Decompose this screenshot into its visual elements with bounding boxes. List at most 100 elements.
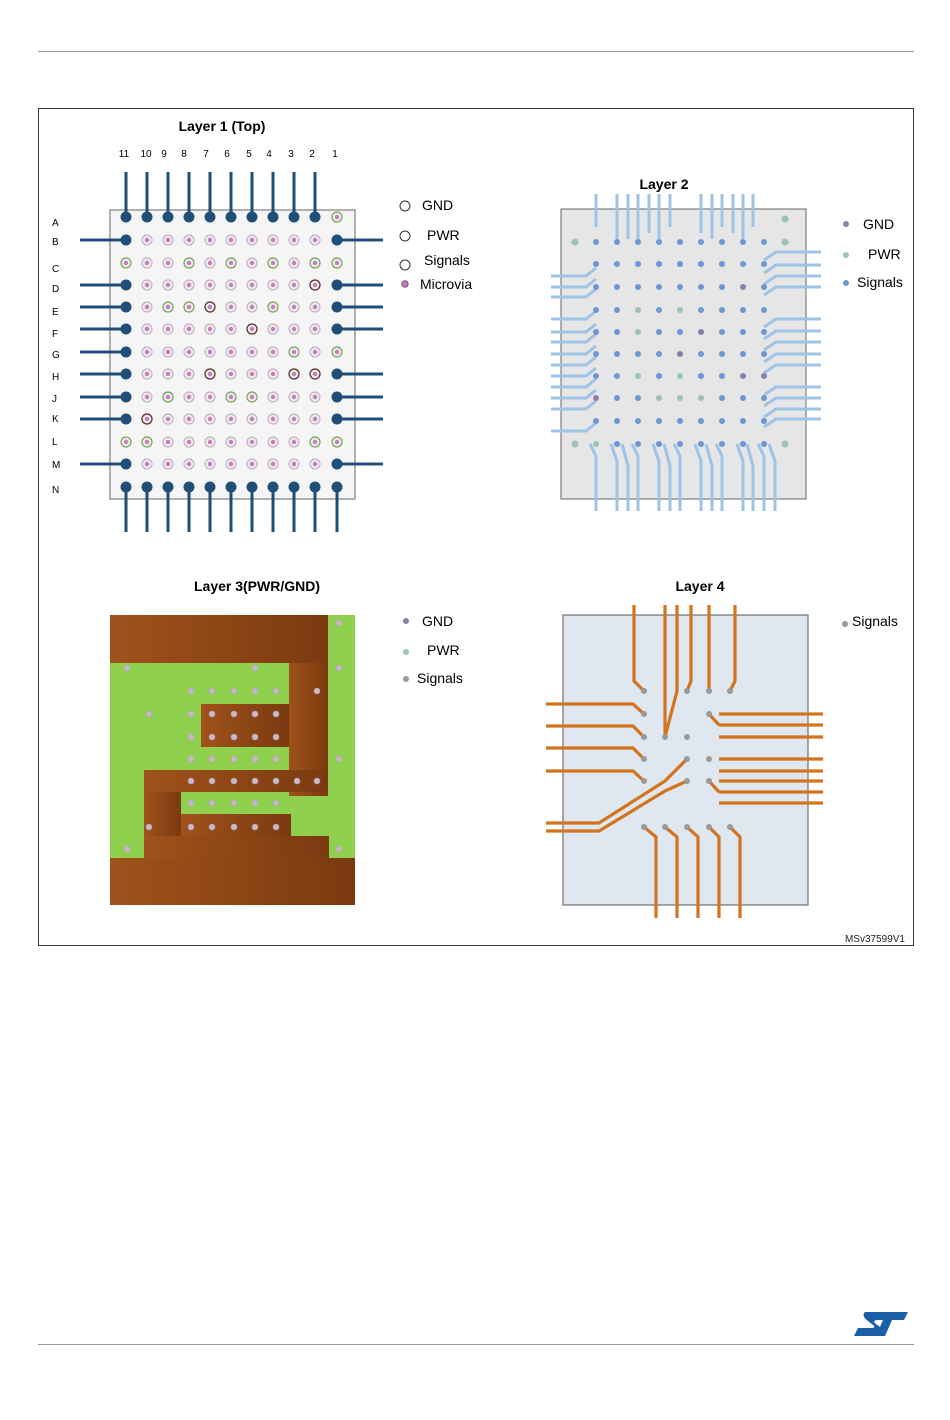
row-label: H xyxy=(52,372,59,383)
ball xyxy=(163,482,174,493)
ball xyxy=(332,280,343,291)
microvia xyxy=(250,462,254,466)
legend-microvia-icon xyxy=(402,281,408,287)
ball xyxy=(121,414,132,425)
via xyxy=(641,711,647,717)
via xyxy=(761,307,767,313)
microvia xyxy=(166,417,170,421)
via xyxy=(252,778,258,784)
microvia xyxy=(229,283,233,287)
via xyxy=(231,688,237,694)
via xyxy=(252,688,258,694)
pwr-via xyxy=(782,216,789,223)
via xyxy=(273,734,279,740)
microvia xyxy=(250,305,254,309)
ball xyxy=(268,212,279,223)
via xyxy=(698,373,704,379)
via xyxy=(684,824,690,830)
via xyxy=(677,395,683,401)
via xyxy=(593,395,599,401)
microvia xyxy=(292,327,296,331)
ball xyxy=(121,212,132,223)
ball xyxy=(332,459,343,470)
via xyxy=(684,734,690,740)
microvia xyxy=(229,261,233,265)
row-label: A xyxy=(52,218,59,229)
microvia xyxy=(187,350,191,354)
via xyxy=(188,778,194,784)
via xyxy=(719,373,725,379)
microvia xyxy=(271,283,275,287)
layer3-gnd-plane-top xyxy=(110,615,328,663)
via xyxy=(209,800,215,806)
layer2-legend-pwr: PWR xyxy=(868,246,901,262)
ball xyxy=(332,369,343,380)
via xyxy=(146,711,152,717)
ball xyxy=(332,302,343,313)
ball xyxy=(205,482,216,493)
microvia xyxy=(145,327,149,331)
ball xyxy=(121,302,132,313)
via xyxy=(635,441,641,447)
via xyxy=(740,307,746,313)
microvia xyxy=(335,350,339,354)
via xyxy=(188,688,194,694)
row-label: F xyxy=(52,329,58,340)
ball xyxy=(332,482,343,493)
via xyxy=(231,800,237,806)
via xyxy=(593,351,599,357)
microvia xyxy=(271,372,275,376)
microvia xyxy=(292,261,296,265)
legend-signals-icon xyxy=(843,280,849,286)
via xyxy=(727,688,733,694)
microvia xyxy=(166,238,170,242)
legend-gnd-icon xyxy=(400,201,410,211)
microvia xyxy=(229,417,233,421)
via xyxy=(635,329,641,335)
via xyxy=(719,329,725,335)
microvia xyxy=(292,350,296,354)
microvia xyxy=(166,372,170,376)
via xyxy=(209,688,215,694)
via xyxy=(740,373,746,379)
ball xyxy=(289,482,300,493)
microvia xyxy=(292,238,296,242)
legend-pwr-icon xyxy=(843,252,849,258)
via xyxy=(593,329,599,335)
ball xyxy=(310,212,321,223)
via xyxy=(641,824,647,830)
via xyxy=(698,239,704,245)
via xyxy=(706,778,712,784)
via xyxy=(698,261,704,267)
via xyxy=(761,239,767,245)
column-label: 10 xyxy=(140,149,152,160)
layer4-legend-signals: Signals xyxy=(852,613,898,629)
microvia xyxy=(250,238,254,242)
ball xyxy=(310,482,321,493)
column-label: 4 xyxy=(266,149,272,160)
via xyxy=(740,261,746,267)
via xyxy=(698,284,704,290)
ball xyxy=(205,212,216,223)
microvia xyxy=(145,462,149,466)
microvia xyxy=(335,215,339,219)
via xyxy=(656,351,662,357)
via xyxy=(677,373,683,379)
microvia xyxy=(124,440,128,444)
via xyxy=(231,756,237,762)
microvia xyxy=(187,305,191,309)
ball xyxy=(332,324,343,335)
via xyxy=(273,711,279,717)
microvia xyxy=(292,395,296,399)
via xyxy=(614,239,620,245)
layer1-row-labels: ABCDEFGHJKLMN xyxy=(52,218,60,496)
microvia xyxy=(187,417,191,421)
via xyxy=(641,756,647,762)
layer3-gnd-plane-bridge xyxy=(144,836,329,858)
via xyxy=(188,824,194,830)
via xyxy=(614,395,620,401)
pwr-via xyxy=(782,441,789,448)
via xyxy=(719,239,725,245)
via xyxy=(336,665,342,671)
via xyxy=(336,620,342,626)
